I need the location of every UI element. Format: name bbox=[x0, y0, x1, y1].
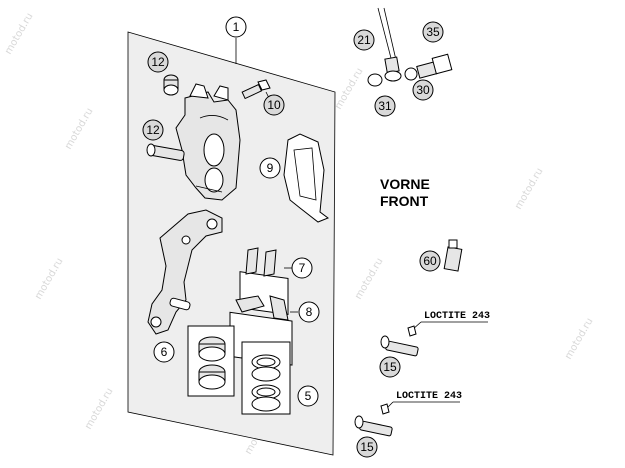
callout-9: 9 bbox=[267, 161, 274, 175]
callout-15-lower: 15 bbox=[360, 440, 374, 454]
callout-5-circle bbox=[297, 385, 319, 407]
callout-15-lower-circle bbox=[356, 436, 378, 458]
callout-10-circle bbox=[263, 94, 285, 116]
bleeder-valve-part-60 bbox=[443, 239, 463, 272]
watermark: motod.ru bbox=[63, 106, 95, 151]
watermark: motod.ru bbox=[513, 166, 545, 211]
bolt-part-15-upper bbox=[380, 325, 419, 357]
watermark: motod.ru bbox=[333, 66, 365, 111]
callout-31-circle bbox=[374, 95, 396, 117]
loctite-label-upper: LOCTITE 243 bbox=[424, 311, 490, 322]
callout-21-circle bbox=[353, 29, 375, 51]
caliper-body bbox=[175, 83, 241, 201]
callout-5: 5 bbox=[305, 389, 312, 403]
callout-8: 8 bbox=[306, 305, 313, 319]
spring-plate-part-9 bbox=[283, 133, 330, 223]
piston-set-part-6 bbox=[187, 325, 235, 397]
watermark: motod.ru bbox=[563, 316, 595, 361]
callout-12-lower: 12 bbox=[146, 123, 160, 137]
callout-8-circle bbox=[298, 301, 320, 323]
watermark: motod.ru bbox=[353, 256, 385, 301]
callout-30-circle bbox=[412, 79, 434, 101]
bolt-part-15-lower bbox=[354, 403, 393, 437]
callout-10: 10 bbox=[267, 98, 281, 112]
bushing-part-12-upper bbox=[163, 74, 179, 96]
loctite-label-lower: LOCTITE 243 bbox=[396, 391, 462, 402]
callout-21: 21 bbox=[357, 33, 371, 47]
callout-15-upper: 15 bbox=[383, 360, 397, 374]
callout-35: 35 bbox=[426, 25, 440, 39]
callout-6: 6 bbox=[161, 345, 168, 359]
caption-front: FRONT bbox=[380, 193, 429, 209]
bleed-screw-part-10 bbox=[241, 79, 271, 100]
callout-35-circle bbox=[422, 21, 444, 43]
seal-set-part-5 bbox=[241, 341, 291, 415]
callout-7: 7 bbox=[299, 261, 306, 275]
callout-6-circle bbox=[153, 341, 175, 363]
callout-15-upper-circle bbox=[379, 356, 401, 378]
guide-pin-part-12-lower bbox=[146, 143, 185, 161]
callout-30: 30 bbox=[416, 83, 430, 97]
callout-12-upper: 12 bbox=[151, 55, 165, 69]
watermark: motod.ru bbox=[83, 386, 115, 431]
callout-1-circle bbox=[225, 16, 247, 38]
watermark: motod.ru bbox=[3, 11, 35, 56]
watermark: motod.ru bbox=[33, 256, 65, 301]
callout-12-lower-circle bbox=[142, 119, 164, 141]
callout-1: 1 bbox=[233, 20, 240, 34]
callout-12-upper-circle bbox=[147, 51, 169, 73]
callout-60-circle bbox=[419, 250, 441, 272]
callout-60: 60 bbox=[423, 254, 437, 268]
callout-31: 31 bbox=[378, 99, 392, 113]
brake-line-banjo bbox=[367, 7, 453, 87]
caption-vorne: VORNE bbox=[380, 176, 430, 192]
callout-7-circle bbox=[291, 257, 313, 279]
callout-9-circle bbox=[259, 157, 281, 179]
caliper-bracket bbox=[147, 209, 223, 335]
